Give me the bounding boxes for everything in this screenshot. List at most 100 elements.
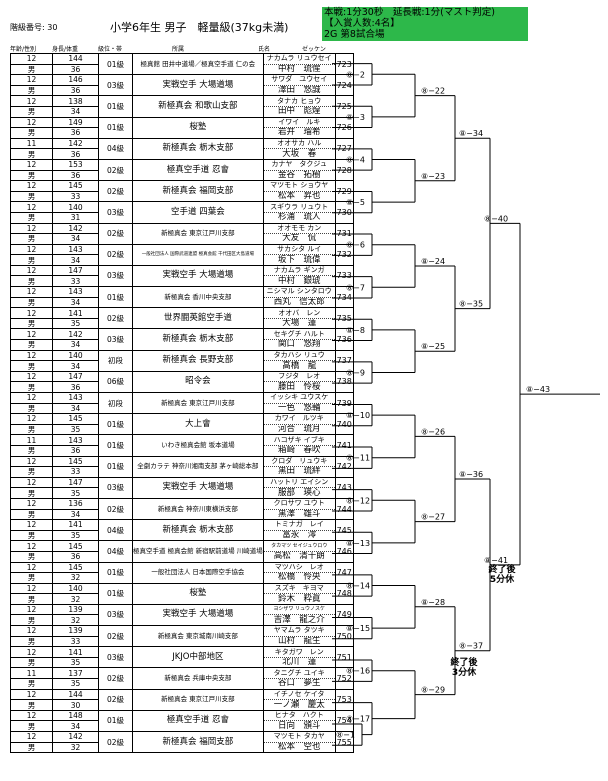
name-kanji-cell: 西丸 信太郎 [262, 297, 336, 309]
match-label: ⑧−4 [346, 156, 365, 165]
match-label: ⑧−26 [421, 427, 445, 436]
match-label: ⑧−40 [484, 214, 508, 223]
match-label: ⑧−10 [346, 411, 370, 420]
match-label: ⑧−14 [346, 582, 370, 591]
bib-number-cell: 755 [334, 730, 354, 754]
match-label: ⑧−35 [459, 300, 483, 309]
col-header-rank: 級位・帯 [98, 46, 123, 53]
break-note-line: 3分休 [451, 668, 477, 678]
rank-cell: 03級 [98, 476, 133, 499]
rank-cell: 初段 [98, 349, 133, 372]
weight-cell: 34 [52, 360, 99, 372]
match-label: ⑧−27 [421, 513, 445, 522]
match-label: ⑧−41 [484, 556, 508, 565]
name-kanji-cell: 藤田 怜桜 [262, 381, 336, 393]
category-title: 小学6年生 男子 軽量級(37kg未満) [110, 21, 289, 34]
name-kanji-cell: 中村 銀琥 [262, 275, 336, 288]
break-note-line: 終了後 [488, 565, 516, 575]
match-label: ⑧−8 [346, 326, 365, 335]
match-label: ⑧−16 [346, 667, 370, 676]
name-kanji-cell: 服部 瑛心 [262, 487, 336, 499]
weight-cell: 35 [52, 423, 99, 436]
match-label: ⑧−15 [346, 624, 370, 633]
name-kanji-cell: 関口 悠翔 [262, 339, 336, 351]
col-header-height-weight: 身長/体重 [52, 46, 79, 53]
court-line: 2G 第8試合場 [324, 29, 385, 40]
weight-cell: 34 [52, 402, 99, 415]
col-header-number: ゼッケン [302, 46, 326, 53]
rule-line: 本戦:1分30秒 延長戦:1分(マスト判定) [324, 7, 495, 18]
weight-cell: 34 [52, 254, 99, 266]
match-label: ⑧−17 [346, 715, 370, 724]
break-note-after-41: 終了後 5分休 [482, 565, 522, 585]
match-label: ⑧−5 [346, 198, 365, 207]
match-label: ⑧−28 [421, 598, 445, 607]
name-kanji-cell: 箱崎 春吹 [262, 445, 336, 457]
name-kanji-cell: 河合 琉月 [262, 424, 336, 436]
match-label: ⑧−7 [346, 283, 365, 292]
match-label: ⑧−25 [421, 342, 445, 351]
match-label: ⑧−22 [421, 87, 445, 96]
rank-cell: 02級 [98, 180, 133, 203]
match-label: ⑧−6 [346, 241, 365, 250]
weight-cell: 36 [52, 444, 99, 457]
weight-cell: 32 [52, 741, 99, 754]
name-kanji-cell: 一色 悠輔 [262, 403, 336, 415]
match-label: ⑧−3 [346, 113, 365, 122]
match-label: ⑧−36 [459, 470, 483, 479]
rank-cell: 06級 [98, 370, 133, 394]
match-label: ⑧−29 [421, 686, 445, 695]
match-label: ⑧−11 [346, 454, 370, 463]
break-note-after-37: 終了後 3分休 [444, 658, 484, 678]
bib-number-cell: 745 [334, 519, 354, 542]
weight-cell: 35 [52, 487, 99, 499]
match-label: ⑧−1 [336, 731, 355, 740]
name-kanji-cell: 大場 蓮 [262, 318, 336, 330]
match-label: ⑧−24 [421, 257, 445, 266]
match-label: ⑧−12 [346, 496, 370, 505]
match-label: ⑧−43 [526, 385, 550, 394]
col-header-age-gender: 年齢/性別 [10, 46, 37, 53]
name-kanji-cell: 松本 空也 [262, 742, 336, 754]
rank-cell: 04級 [98, 519, 133, 542]
break-note-line: 5分休 [489, 575, 515, 585]
name-kanji-cell: 黒田 琉絆 [262, 466, 336, 478]
name-kanji-cell: 坂下 琉偉 [262, 254, 336, 266]
match-label: ⑧−23 [421, 172, 445, 181]
bib-number-cell: 739 [334, 391, 354, 415]
weight-cell: 35 [52, 317, 99, 330]
weight-cell: 33 [52, 275, 99, 288]
bib-number-cell: 741 [334, 434, 354, 457]
sheet-header: 階級番号: 30 小学6年生 男子 軽量級(37kg未満) 本戦:1分30秒 延… [0, 0, 608, 53]
